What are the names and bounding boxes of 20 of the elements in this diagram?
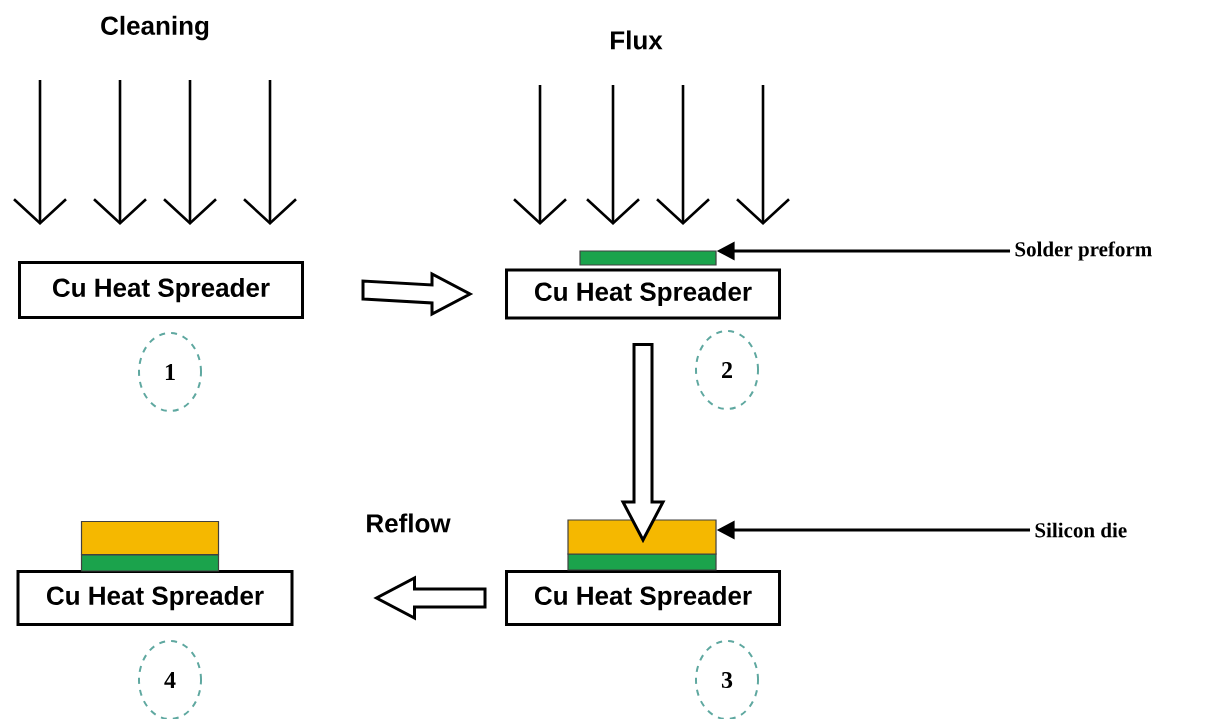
solder-layer (80, 554, 220, 572)
callout-label: Solder preform (1015, 241, 1152, 261)
process-arrow (373, 575, 487, 621)
heading-label: Cleaning (101, 15, 209, 41)
silicon-die (567, 519, 717, 555)
step-number: 3 (695, 640, 759, 719)
step-number: 1 (138, 332, 202, 412)
step-number: 2 (695, 330, 759, 410)
solder-layer (579, 250, 717, 266)
heat-spreader-box: Cu Heat Spreader (18, 261, 304, 319)
edge-label: Reflow (363, 511, 453, 535)
heat-spreader-box: Cu Heat Spreader (16, 570, 294, 626)
process-arrow (361, 271, 474, 317)
heat-spreader-box: Cu Heat Spreader (505, 570, 781, 626)
step-number: 4 (138, 640, 202, 719)
heat-spreader-box: Cu Heat Spreader (505, 268, 781, 320)
process-arrow (620, 343, 666, 544)
silicon-die (80, 520, 220, 556)
heading-label: Flux (611, 30, 663, 50)
callout-label: Silicon die (1035, 522, 1127, 538)
